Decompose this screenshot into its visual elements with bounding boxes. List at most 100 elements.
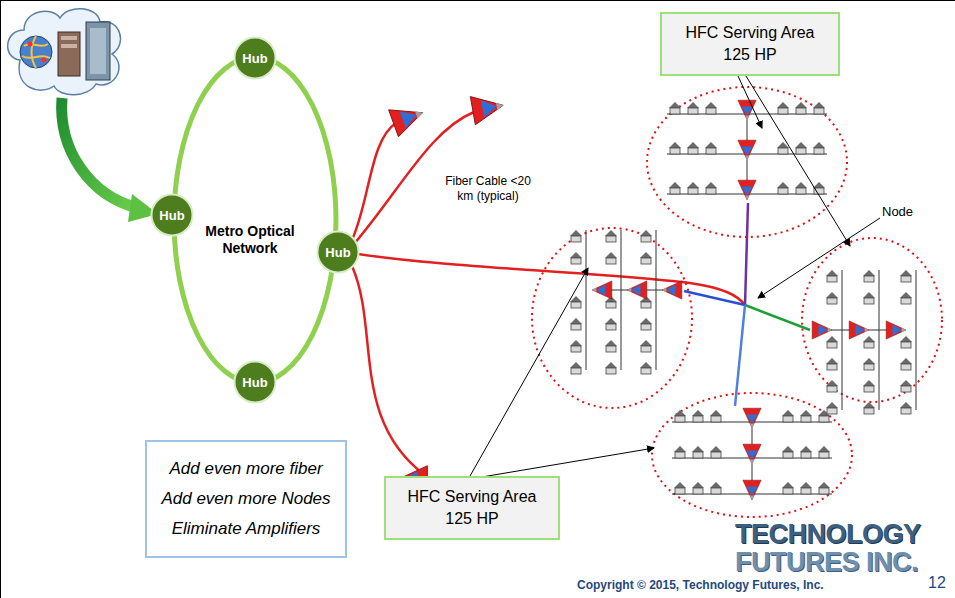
house-icon — [900, 336, 912, 348]
amplifier-symbol — [849, 321, 869, 339]
house-icon — [705, 142, 717, 154]
house-icon — [605, 252, 617, 264]
house-icon — [782, 482, 794, 494]
coax-line — [747, 160, 748, 182]
coax-line — [879, 270, 880, 410]
coax-line — [586, 230, 587, 370]
copyright-note: Copyright © 2015, Technology Futures, In… — [577, 578, 824, 592]
house-icon — [863, 292, 875, 304]
hub-label: Hub — [242, 51, 267, 66]
house-icon — [900, 358, 912, 370]
amplifier-symbol — [743, 480, 761, 500]
house-icon — [605, 340, 617, 352]
house-icon — [687, 102, 699, 114]
house-icon — [826, 358, 838, 370]
house-icon — [570, 340, 582, 352]
amplifier-symbol — [592, 281, 612, 299]
house-icon — [782, 446, 794, 458]
house-icon — [777, 182, 789, 194]
house-icon — [863, 402, 875, 414]
house-icon — [640, 340, 652, 352]
coax-line — [916, 270, 917, 410]
house-icon — [710, 446, 722, 458]
house-icon — [674, 482, 686, 494]
house-icon — [570, 230, 582, 242]
green-feed-arrow — [62, 98, 158, 222]
house-icon — [818, 482, 830, 494]
note-box: Add even more fiberAdd even more NodesEl… — [145, 440, 347, 558]
house-icon — [863, 358, 875, 370]
hub-circle: Hub — [150, 193, 194, 237]
house-icon — [863, 380, 875, 392]
house-icon — [674, 410, 686, 422]
house-icon — [692, 410, 704, 422]
frame-line — [0, 0, 955, 1]
house-icon — [826, 380, 838, 392]
ring-outline — [172, 55, 338, 385]
house-icon — [640, 230, 652, 242]
house-icon — [826, 270, 838, 282]
coax-line — [752, 428, 753, 446]
network-label: Metro Optical Network — [204, 223, 296, 257]
house-icon — [813, 142, 825, 154]
house-icon — [826, 402, 838, 414]
amplifier-symbol — [389, 99, 428, 136]
hub-label: Hub — [242, 375, 267, 390]
box-text: HFC Serving Area 125 HP — [400, 486, 544, 530]
callout-leader — [470, 76, 880, 478]
callout-box: HFC Serving Area 125 HP — [384, 476, 560, 540]
house-icon — [900, 402, 912, 414]
amplifier-symbol — [743, 444, 761, 464]
house-icon — [900, 380, 912, 392]
house-icon — [692, 446, 704, 458]
house-icon — [570, 296, 582, 308]
amplifier-symbol — [470, 91, 505, 125]
house-icon — [826, 336, 838, 348]
serving-area-outline — [532, 87, 942, 517]
frame-line — [0, 0, 1, 598]
box-text: Add even more fiber — [161, 454, 331, 484]
house-icon — [687, 142, 699, 154]
amplifier-symbol — [627, 281, 647, 299]
coax-plant — [389, 91, 916, 500]
house-icon — [669, 102, 681, 114]
house-icon — [640, 318, 652, 330]
amplifier-symbol — [743, 408, 761, 428]
house-icon — [674, 446, 686, 458]
house-icon — [640, 252, 652, 264]
house-icon — [669, 142, 681, 154]
house-icon — [710, 410, 722, 422]
logo-text: FUTURES INC. — [735, 547, 918, 578]
amplifier-symbol — [738, 140, 756, 160]
house-icon — [818, 446, 830, 458]
house-icon — [570, 318, 582, 330]
internet-cloud — [8, 9, 121, 95]
hub-circle: Hub — [233, 36, 277, 80]
logo-text: TECHNOLOGY — [735, 519, 921, 550]
amplifier-symbol — [662, 281, 682, 299]
box-text: Add even more Nodes — [161, 484, 331, 514]
amplifier-symbol — [812, 321, 832, 339]
house-icon — [795, 142, 807, 154]
house-icon — [795, 182, 807, 194]
house-icon — [795, 102, 807, 114]
house-icon — [605, 230, 617, 242]
house-icon — [692, 482, 704, 494]
house-icon — [800, 482, 812, 494]
house-icon — [863, 336, 875, 348]
coax-line — [621, 230, 622, 370]
house-icon — [800, 446, 812, 458]
house-icon — [605, 318, 617, 330]
hub-label: Hub — [325, 245, 350, 260]
house-icon — [826, 292, 838, 304]
house-icon — [669, 182, 681, 194]
node-label: Node — [880, 204, 915, 219]
coax-line — [842, 270, 843, 410]
amplifier-symbol — [738, 180, 756, 200]
coax-line — [747, 120, 748, 142]
box-text: HFC Serving Area 125 HP — [676, 22, 824, 66]
house-icon — [900, 292, 912, 304]
page-number: 12 — [928, 574, 946, 592]
node-drop-lines — [684, 203, 810, 406]
